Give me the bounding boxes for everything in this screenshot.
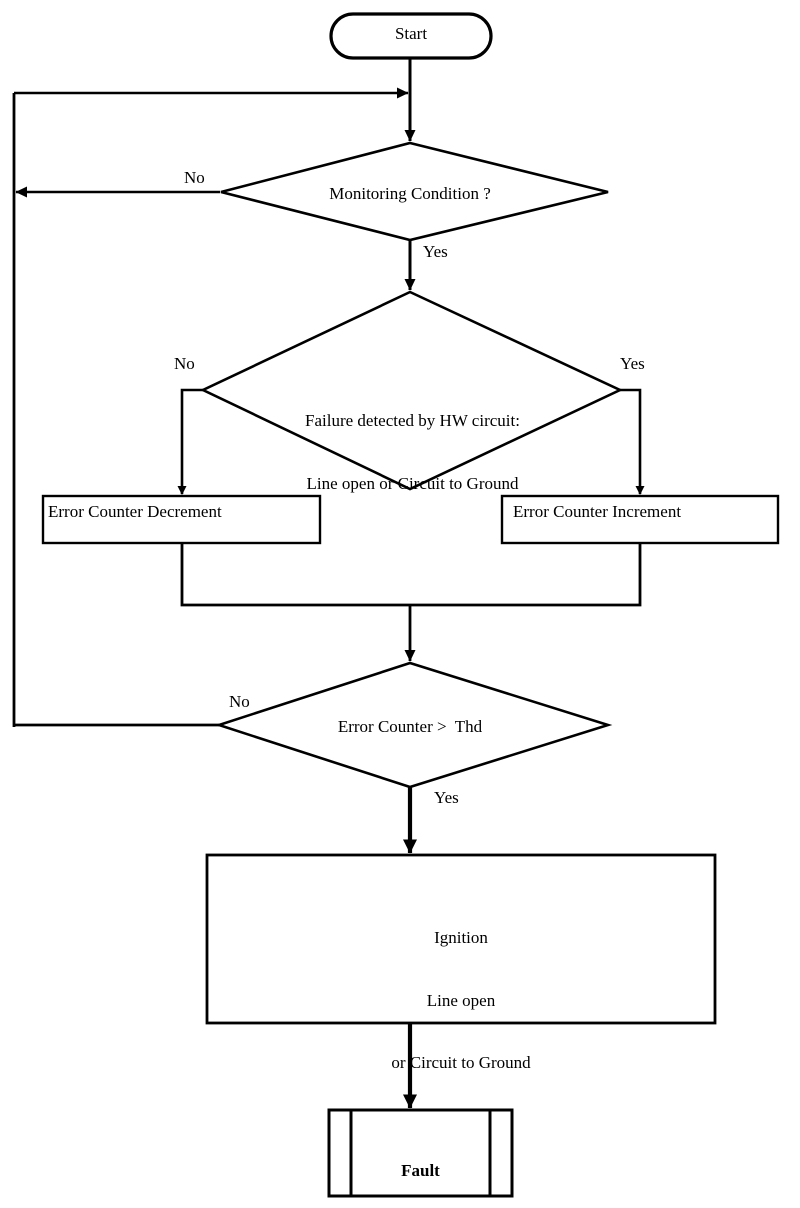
edge-label-threshold-no: No [229,692,250,711]
edge-label-failure-no: No [174,354,195,373]
error-counter-threshold-shape [214,661,613,789]
edge-label-threshold-yes: Yes [434,788,459,807]
ignition-fault-shape [205,853,717,1025]
edge-increment-to-merge [410,543,642,607]
edge-decrement-to-merge [180,543,410,607]
error-counter-increment-shape [500,494,780,545]
edge-failure-no-to-decrement [177,388,203,495]
fault-processing-shape [327,1108,514,1198]
start-node-shape [329,12,493,60]
monitoring-condition-shape [220,141,609,242]
edge-label-failure-yes: Yes [620,354,645,373]
edge-failure-yes-to-increment [620,388,645,495]
edge-label-monitoring-no: No [184,168,205,187]
edge-label-monitoring-yes: Yes [423,242,448,261]
error-counter-decrement-shape [41,494,322,545]
failure-detected-shape [199,290,624,491]
